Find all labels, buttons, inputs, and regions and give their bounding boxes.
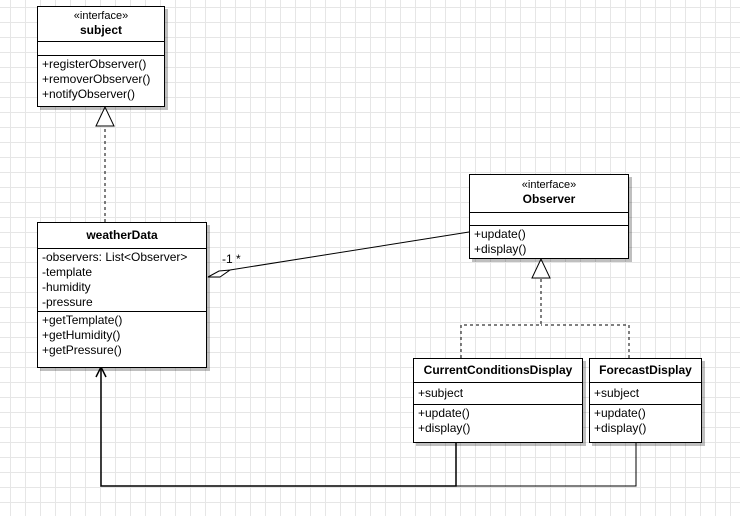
operation: +display() [594,421,647,435]
attribute: -observers: List<Observer> [42,250,188,264]
attribute: -humidity [42,280,91,294]
attribute-section: -observers: List<Observer> -template -hu… [38,249,206,311]
attribute-section: +subject [590,383,701,404]
class-name: ForecastDisplay [599,363,692,377]
operation: +getHumidity() [42,328,121,342]
operation: +notifyObserver() [42,87,136,101]
class-name: subject [79,23,122,37]
operation: +removerObserver() [42,72,151,86]
class-name: CurrentConditionsDisplay [423,363,573,377]
class-weatherdata[interactable]: weatherData -observers: List<Observer> -… [37,222,207,368]
operation: +display() [418,421,471,435]
class-currentconditionsdisplay[interactable]: CurrentConditionsDisplay +subject +updat… [413,358,583,443]
operation-section: +getTemplate() +getHumidity() +getPressu… [38,311,206,359]
association-forecast-weatherdata [456,443,637,487]
attribute: +subject [418,386,464,400]
operation-section: +update() +display() [590,404,701,437]
operation: +display() [474,242,527,256]
attribute: -template [42,265,93,279]
class-header: CurrentConditionsDisplay [414,359,582,383]
operation: +update() [594,406,646,420]
aggregation-line [229,231,470,271]
operation-section: +registerObserver() +removerObserver() +… [38,55,164,103]
class-header: weatherData [38,223,206,249]
realization-currentconditions-observer [460,279,542,358]
operation-section: +update() +display() [414,404,582,437]
attribute-section [38,42,164,55]
operation: +registerObserver() [42,57,147,71]
class-name: weatherData [86,228,158,242]
class-header: «interface» subject [38,7,164,42]
operation: +getTemplate() [42,313,123,327]
attribute-section: +subject [414,383,582,404]
operation: +update() [474,227,526,241]
class-forecastdisplay[interactable]: ForecastDisplay +subject +update() +disp… [589,358,702,443]
attribute-section [470,213,628,225]
open-arrowhead-weatherdata [95,365,107,378]
hollow-triangle-observer [531,257,551,279]
class-name: Observer [522,192,576,206]
aggregation-diamond [207,269,232,278]
operation-section: +update() +display() [470,225,628,258]
stereotype: «interface» [521,179,577,191]
class-header: ForecastDisplay [590,359,701,383]
aggregation-multiplicity-label: -1 * [222,252,241,266]
realization-forecast-observer [541,324,630,358]
attribute: +subject [594,386,640,400]
stereotype: «interface» [73,10,129,22]
operation: +getPressure() [42,343,122,357]
class-header: «interface» Observer [470,175,628,213]
attribute: -pressure [42,295,93,309]
class-observer[interactable]: «interface» Observer +update() +display(… [469,174,629,259]
class-subject[interactable]: «interface» subject +registerObserver() … [37,6,165,107]
hollow-triangle-subject [95,105,115,127]
association-currentconditions-weatherdata [100,368,457,487]
operation: +update() [418,406,470,420]
